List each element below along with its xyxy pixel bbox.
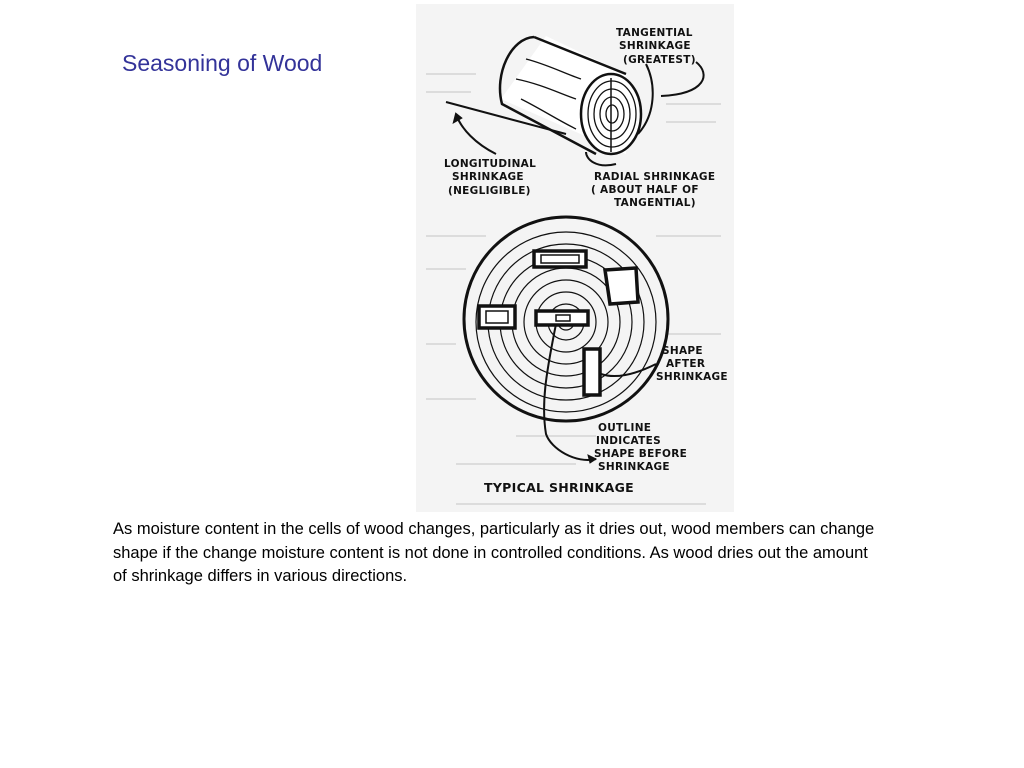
longitudinal-label: LONGITUDINAL SHRINKAGE (NEGLIGIBLE) — [444, 158, 536, 197]
cross-section-drawing — [462, 215, 670, 464]
shape-after-label: SHAPE AFTER SHRINKAGE — [656, 345, 728, 383]
svg-text:AFTER: AFTER — [666, 358, 705, 370]
svg-text:TANGENTIAL: TANGENTIAL — [616, 27, 693, 39]
svg-text:(NEGLIGIBLE): (NEGLIGIBLE) — [448, 185, 531, 197]
body-paragraph: As moisture content in the cells of wood… — [113, 520, 875, 585]
svg-text:SHRINKAGE: SHRINKAGE — [619, 40, 691, 52]
svg-text:RADIAL SHRINKAGE: RADIAL SHRINKAGE — [594, 171, 715, 183]
slide-title: Seasoning of Wood — [122, 50, 323, 76]
svg-text:(GREATEST): (GREATEST) — [623, 54, 696, 66]
svg-text:SHRINKAGE: SHRINKAGE — [656, 371, 728, 383]
figure-caption: TYPICAL SHRINKAGE — [484, 480, 634, 495]
svg-text:SHAPE: SHAPE — [662, 345, 703, 357]
tangential-label: TANGENTIAL SHRINKAGE (GREATEST) — [616, 27, 696, 66]
radial-label: RADIAL SHRINKAGE ( ABOUT HALF OF TANGENT… — [591, 171, 715, 209]
svg-text:TANGENTIAL): TANGENTIAL) — [614, 197, 696, 209]
log-drawing — [498, 35, 643, 156]
svg-text:INDICATES: INDICATES — [596, 435, 661, 447]
wood-shrinkage-illustration: TANGENTIAL SHRINKAGE (GREATEST) LONGITUD… — [416, 4, 734, 512]
svg-text:SHAPE BEFORE: SHAPE BEFORE — [594, 448, 687, 460]
outline-label: OUTLINE INDICATES SHAPE BEFORE SHRINKAGE — [594, 422, 687, 473]
svg-text:OUTLINE: OUTLINE — [598, 422, 651, 434]
svg-text:LONGITUDINAL: LONGITUDINAL — [444, 158, 536, 170]
svg-text:( ABOUT HALF OF: ( ABOUT HALF OF — [591, 184, 699, 196]
svg-text:SHRINKAGE: SHRINKAGE — [452, 171, 524, 183]
svg-text:SHRINKAGE: SHRINKAGE — [598, 461, 670, 473]
